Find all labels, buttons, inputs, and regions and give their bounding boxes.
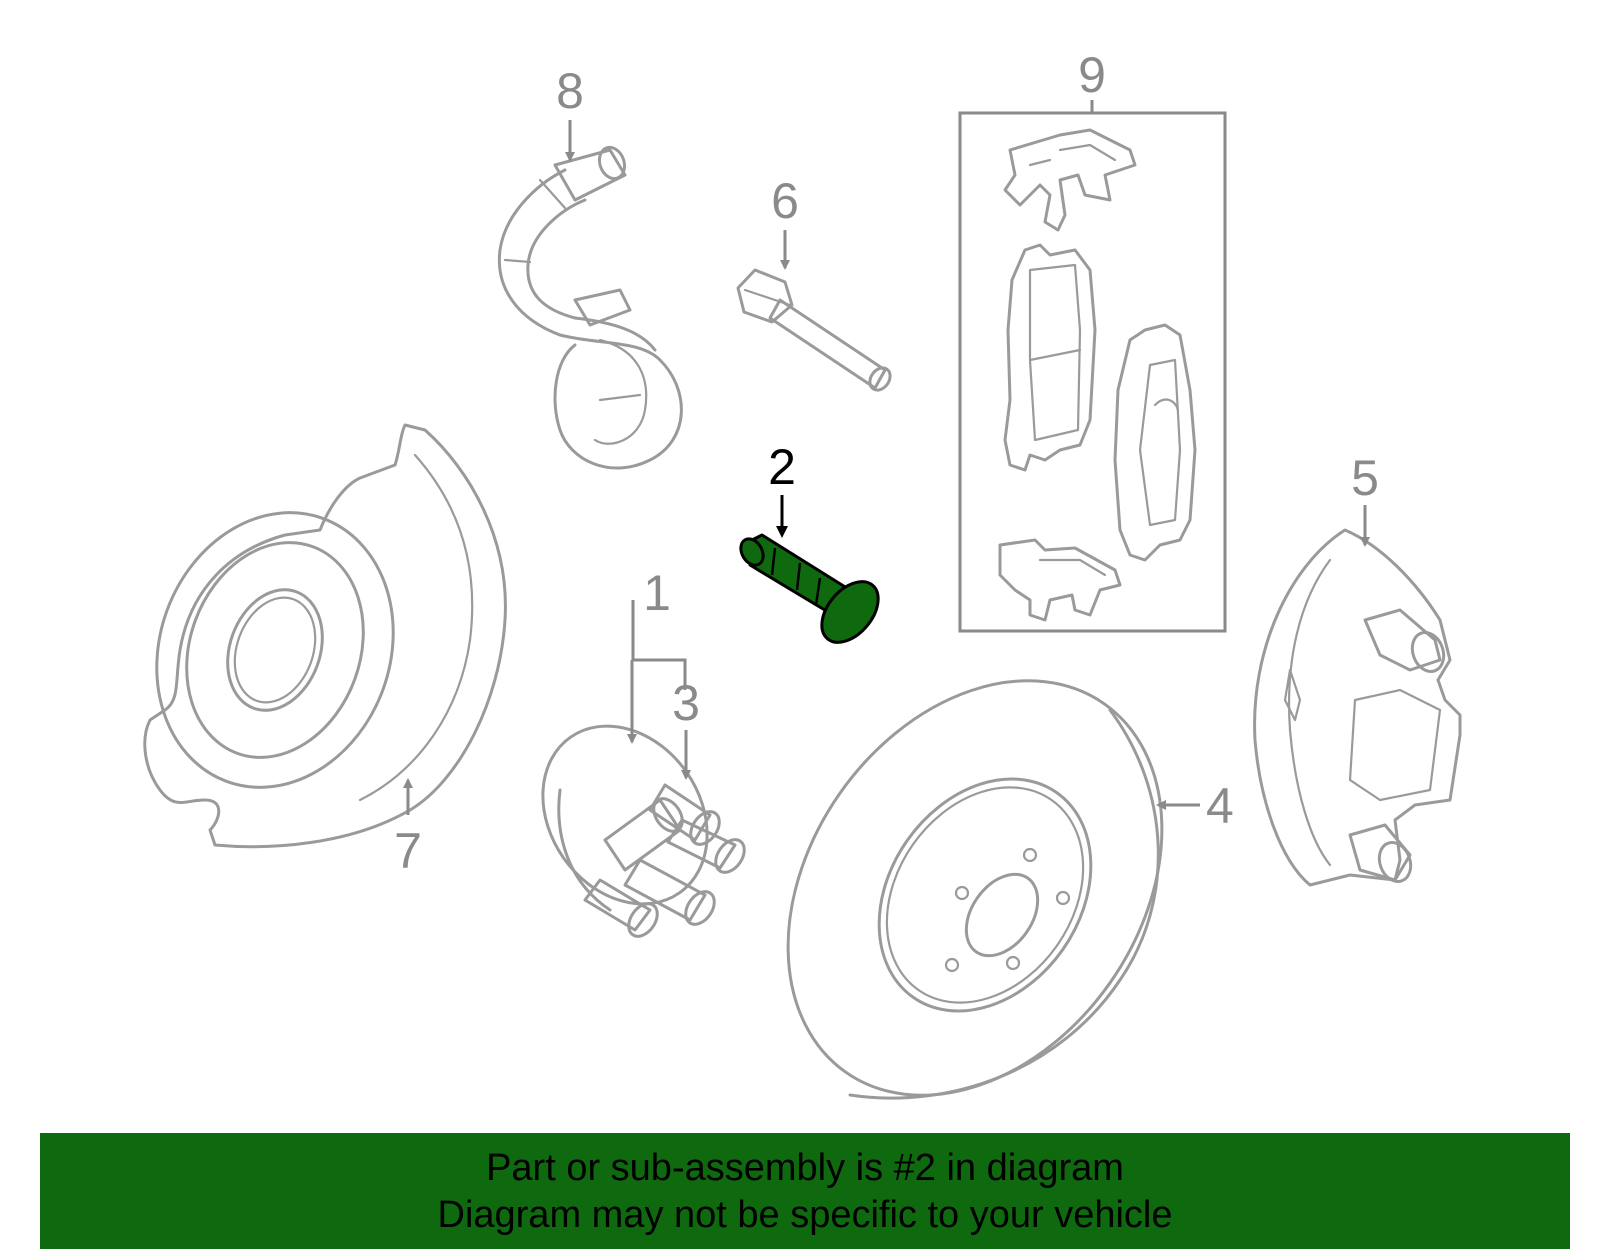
brake-hose-part <box>497 145 683 470</box>
callout-9: 9 <box>1078 47 1106 103</box>
caliper-part <box>1253 528 1462 887</box>
callout-2: 2 <box>768 439 796 495</box>
callout-3: 3 <box>672 675 700 731</box>
info-banner: Part or sub-assembly is #2 in diagram Di… <box>40 1133 1570 1249</box>
callout-1: 1 <box>643 565 671 621</box>
banner-line-2: Diagram may not be specific to your vehi… <box>437 1194 1173 1236</box>
banner-line-1: Part or sub-assembly is #2 in diagram <box>486 1147 1124 1189</box>
dust-shield-part <box>143 423 507 849</box>
rotor-part <box>786 679 1164 1100</box>
callout-5: 5 <box>1351 450 1379 506</box>
pad-kit-part <box>958 111 1227 633</box>
highlighted-bolt-part <box>739 533 880 644</box>
callout-6: 6 <box>771 173 799 229</box>
guide-bolt-part <box>736 268 892 392</box>
callout-8: 8 <box>556 63 584 119</box>
callout-4: 4 <box>1206 778 1234 834</box>
leader-1-branch <box>632 658 687 690</box>
callout-7: 7 <box>394 823 422 879</box>
hub-part <box>541 724 746 938</box>
wheel-studs <box>583 783 746 938</box>
